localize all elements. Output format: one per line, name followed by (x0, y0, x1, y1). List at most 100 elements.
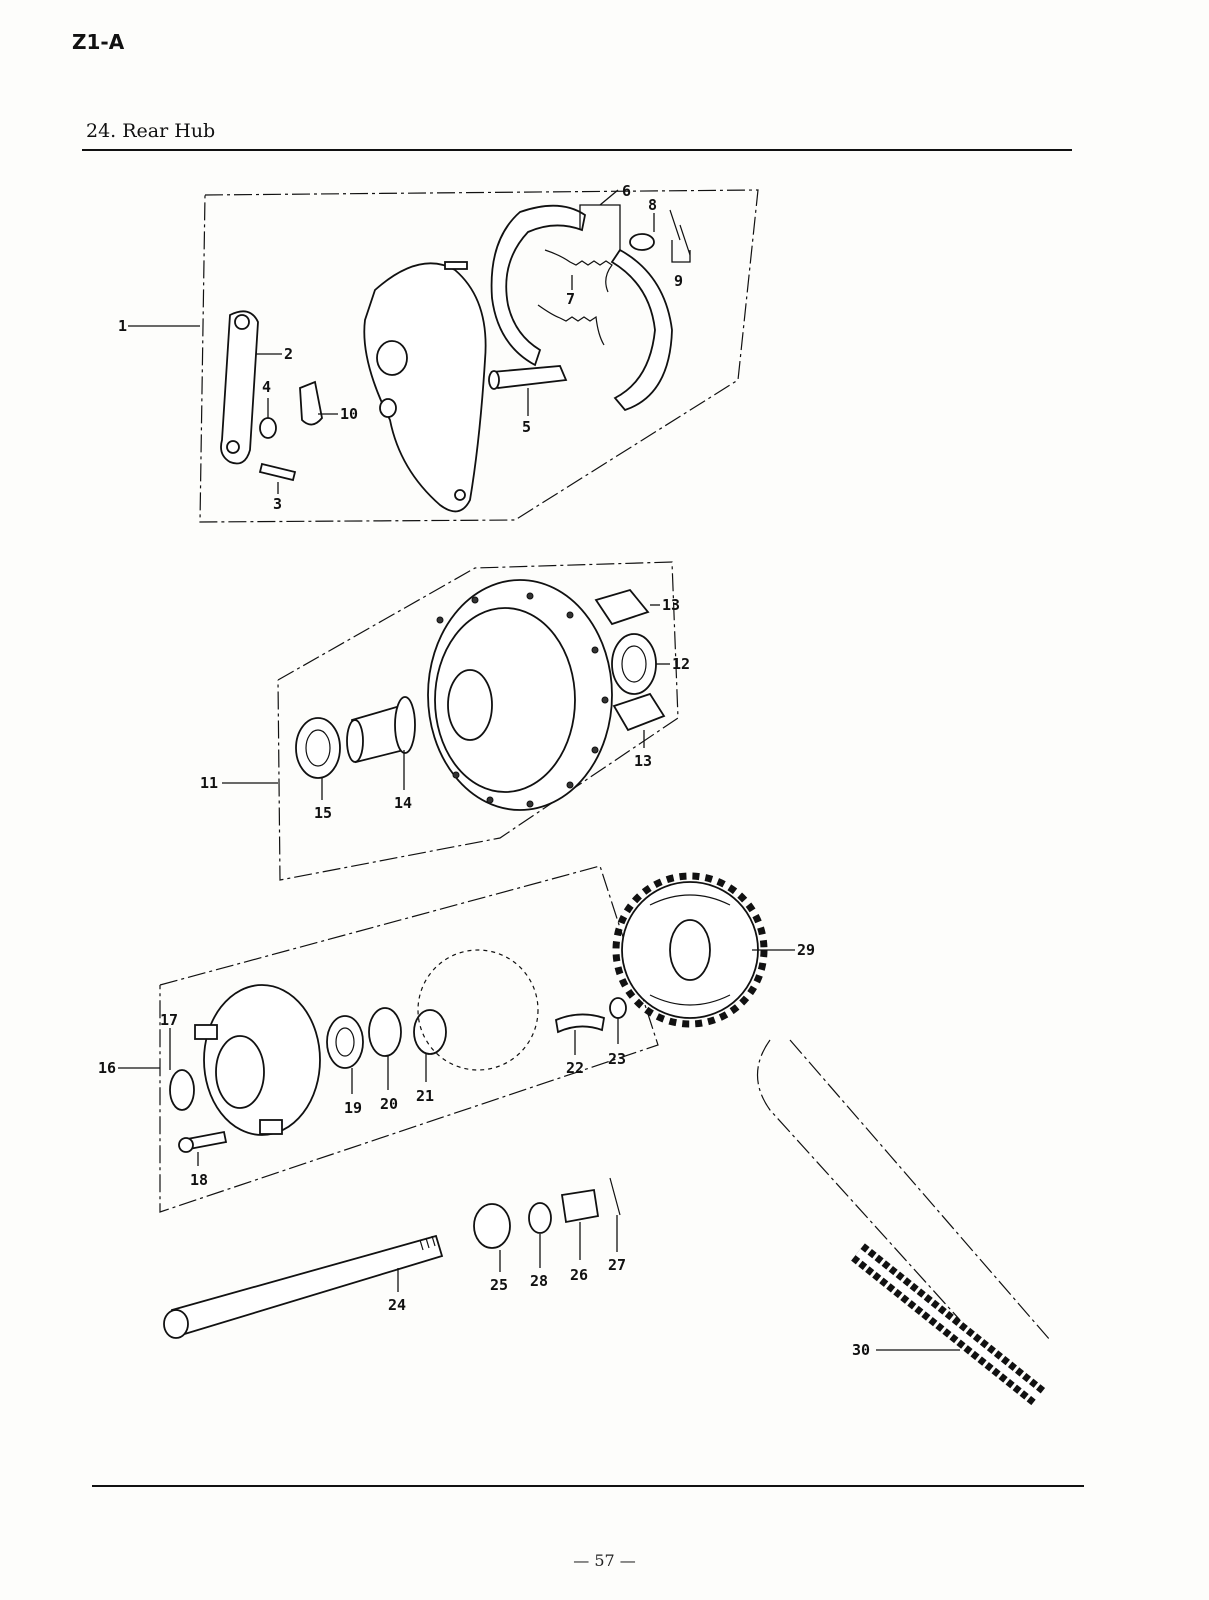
callout-16: 16 (98, 1059, 116, 1077)
callout-13-lower: 13 (634, 752, 652, 770)
chain-path-ghost (757, 1039, 1051, 1341)
rear-sprocket-group: 29 (612, 872, 815, 1028)
wear-indicator (299, 380, 323, 426)
rear-axle (170, 1234, 444, 1338)
callout-27: 27 (608, 1256, 626, 1274)
group-boundary-1 (199, 189, 759, 523)
callout-19: 19 (344, 1099, 362, 1117)
bearing-left (295, 717, 341, 779)
callout-6: 6 (622, 182, 631, 200)
clip-plate (629, 233, 655, 251)
sprocket-bore (669, 919, 711, 981)
callout-5: 5 (522, 418, 531, 436)
hub-bore (447, 669, 493, 741)
brake-shoe-upper (490, 204, 586, 367)
callout-3: 3 (273, 495, 282, 513)
callout-24: 24 (388, 1296, 406, 1314)
coupling-bearing (326, 1015, 364, 1069)
axle-group: 24 25 26 27 28 (163, 1177, 626, 1339)
hub-group: 11 12 13 13 14 15 (200, 561, 690, 881)
return-spring-lower (537, 304, 605, 346)
callout-13-upper: 13 (662, 596, 680, 614)
callout-20: 20 (380, 1095, 398, 1113)
cotter-pins (669, 209, 691, 256)
brake-panel-hole (376, 340, 408, 376)
bearing-right-race (621, 645, 647, 683)
brake-torque-link (220, 310, 259, 465)
callout-2: 2 (284, 345, 293, 363)
model-code: Z1-A (72, 30, 125, 54)
axle-thread (419, 1235, 436, 1251)
collar-flange (394, 696, 416, 754)
axle-collar (473, 1203, 511, 1249)
coupling-bore (215, 1035, 265, 1109)
bearing-left-race (305, 729, 331, 767)
return-spring-upper (544, 249, 613, 293)
leader-9 (671, 240, 691, 263)
lock-plate (554, 1013, 606, 1034)
page-number: — 57 — (573, 1551, 636, 1570)
hub-spoke-holes (436, 592, 609, 808)
callout-26: 26 (570, 1266, 588, 1284)
callout-25: 25 (490, 1276, 508, 1294)
axle-head (163, 1309, 189, 1339)
group-boundary-11 (277, 561, 679, 881)
callout-21: 21 (416, 1087, 434, 1105)
bearing-right (611, 633, 657, 695)
callout-30: 30 (852, 1341, 870, 1359)
damper-lower (612, 692, 666, 732)
callout-7: 7 (566, 290, 575, 308)
sprocket-slot-1 (649, 894, 731, 906)
section-title: 24. Rear Hub (86, 120, 216, 142)
brake-panel (363, 262, 487, 513)
anchor-pin (444, 261, 468, 270)
callout-28: 28 (530, 1272, 548, 1290)
footer-rule (92, 1485, 1084, 1487)
coupling-bearing-race (335, 1027, 355, 1057)
callout-15: 15 (314, 804, 332, 822)
torque-link-hole-top (234, 314, 250, 330)
callout-14: 14 (394, 794, 412, 812)
coupling-collar (413, 1009, 447, 1055)
callout-8: 8 (648, 196, 657, 214)
brake-panel-group: 1 2 3 4 5 6 7 8 9 10 (118, 182, 759, 523)
callout-17: 17 (160, 1011, 178, 1029)
brake-camshaft (490, 365, 568, 389)
collar-end (346, 719, 364, 763)
callout-9: 9 (674, 272, 683, 290)
oil-seal (368, 1007, 402, 1057)
damper-upper (594, 588, 650, 626)
brake-panel-stay-hole (454, 489, 466, 501)
coupling-sleeve (169, 1069, 195, 1111)
axle-washer (528, 1202, 552, 1234)
callout-12: 12 (672, 655, 690, 673)
coupling-group: 16 17 18 19 20 21 22 23 (98, 865, 659, 1213)
torque-link-hole-bottom (226, 440, 240, 454)
cotter-pin (609, 1177, 621, 1216)
camshaft-end (488, 370, 500, 390)
drive-chain-center (855, 1248, 1043, 1402)
callout-4: 4 (262, 378, 271, 396)
sprocket-slot-2 (649, 994, 731, 1006)
callout-1: 1 (118, 317, 127, 335)
axle-nut (560, 1188, 600, 1224)
header-rule (82, 149, 1072, 151)
sprocket-mount-ghost (417, 949, 539, 1071)
brake-panel-hole-small (379, 398, 397, 418)
hub-drum-inner (434, 607, 576, 793)
callout-29: 29 (797, 941, 815, 959)
callout-11: 11 (200, 774, 218, 792)
callout-10: 10 (340, 405, 358, 423)
bolt (258, 462, 297, 482)
leader-6 (579, 204, 621, 250)
leader-6b (599, 189, 619, 206)
callout-22: 22 (566, 1059, 584, 1077)
coupling-rib (194, 1024, 218, 1040)
group-boundary-16 (159, 865, 659, 1213)
callout-18: 18 (190, 1171, 208, 1189)
sprocket-nut (609, 997, 627, 1019)
coupling-bolt-head (178, 1137, 194, 1153)
washer (259, 417, 277, 439)
